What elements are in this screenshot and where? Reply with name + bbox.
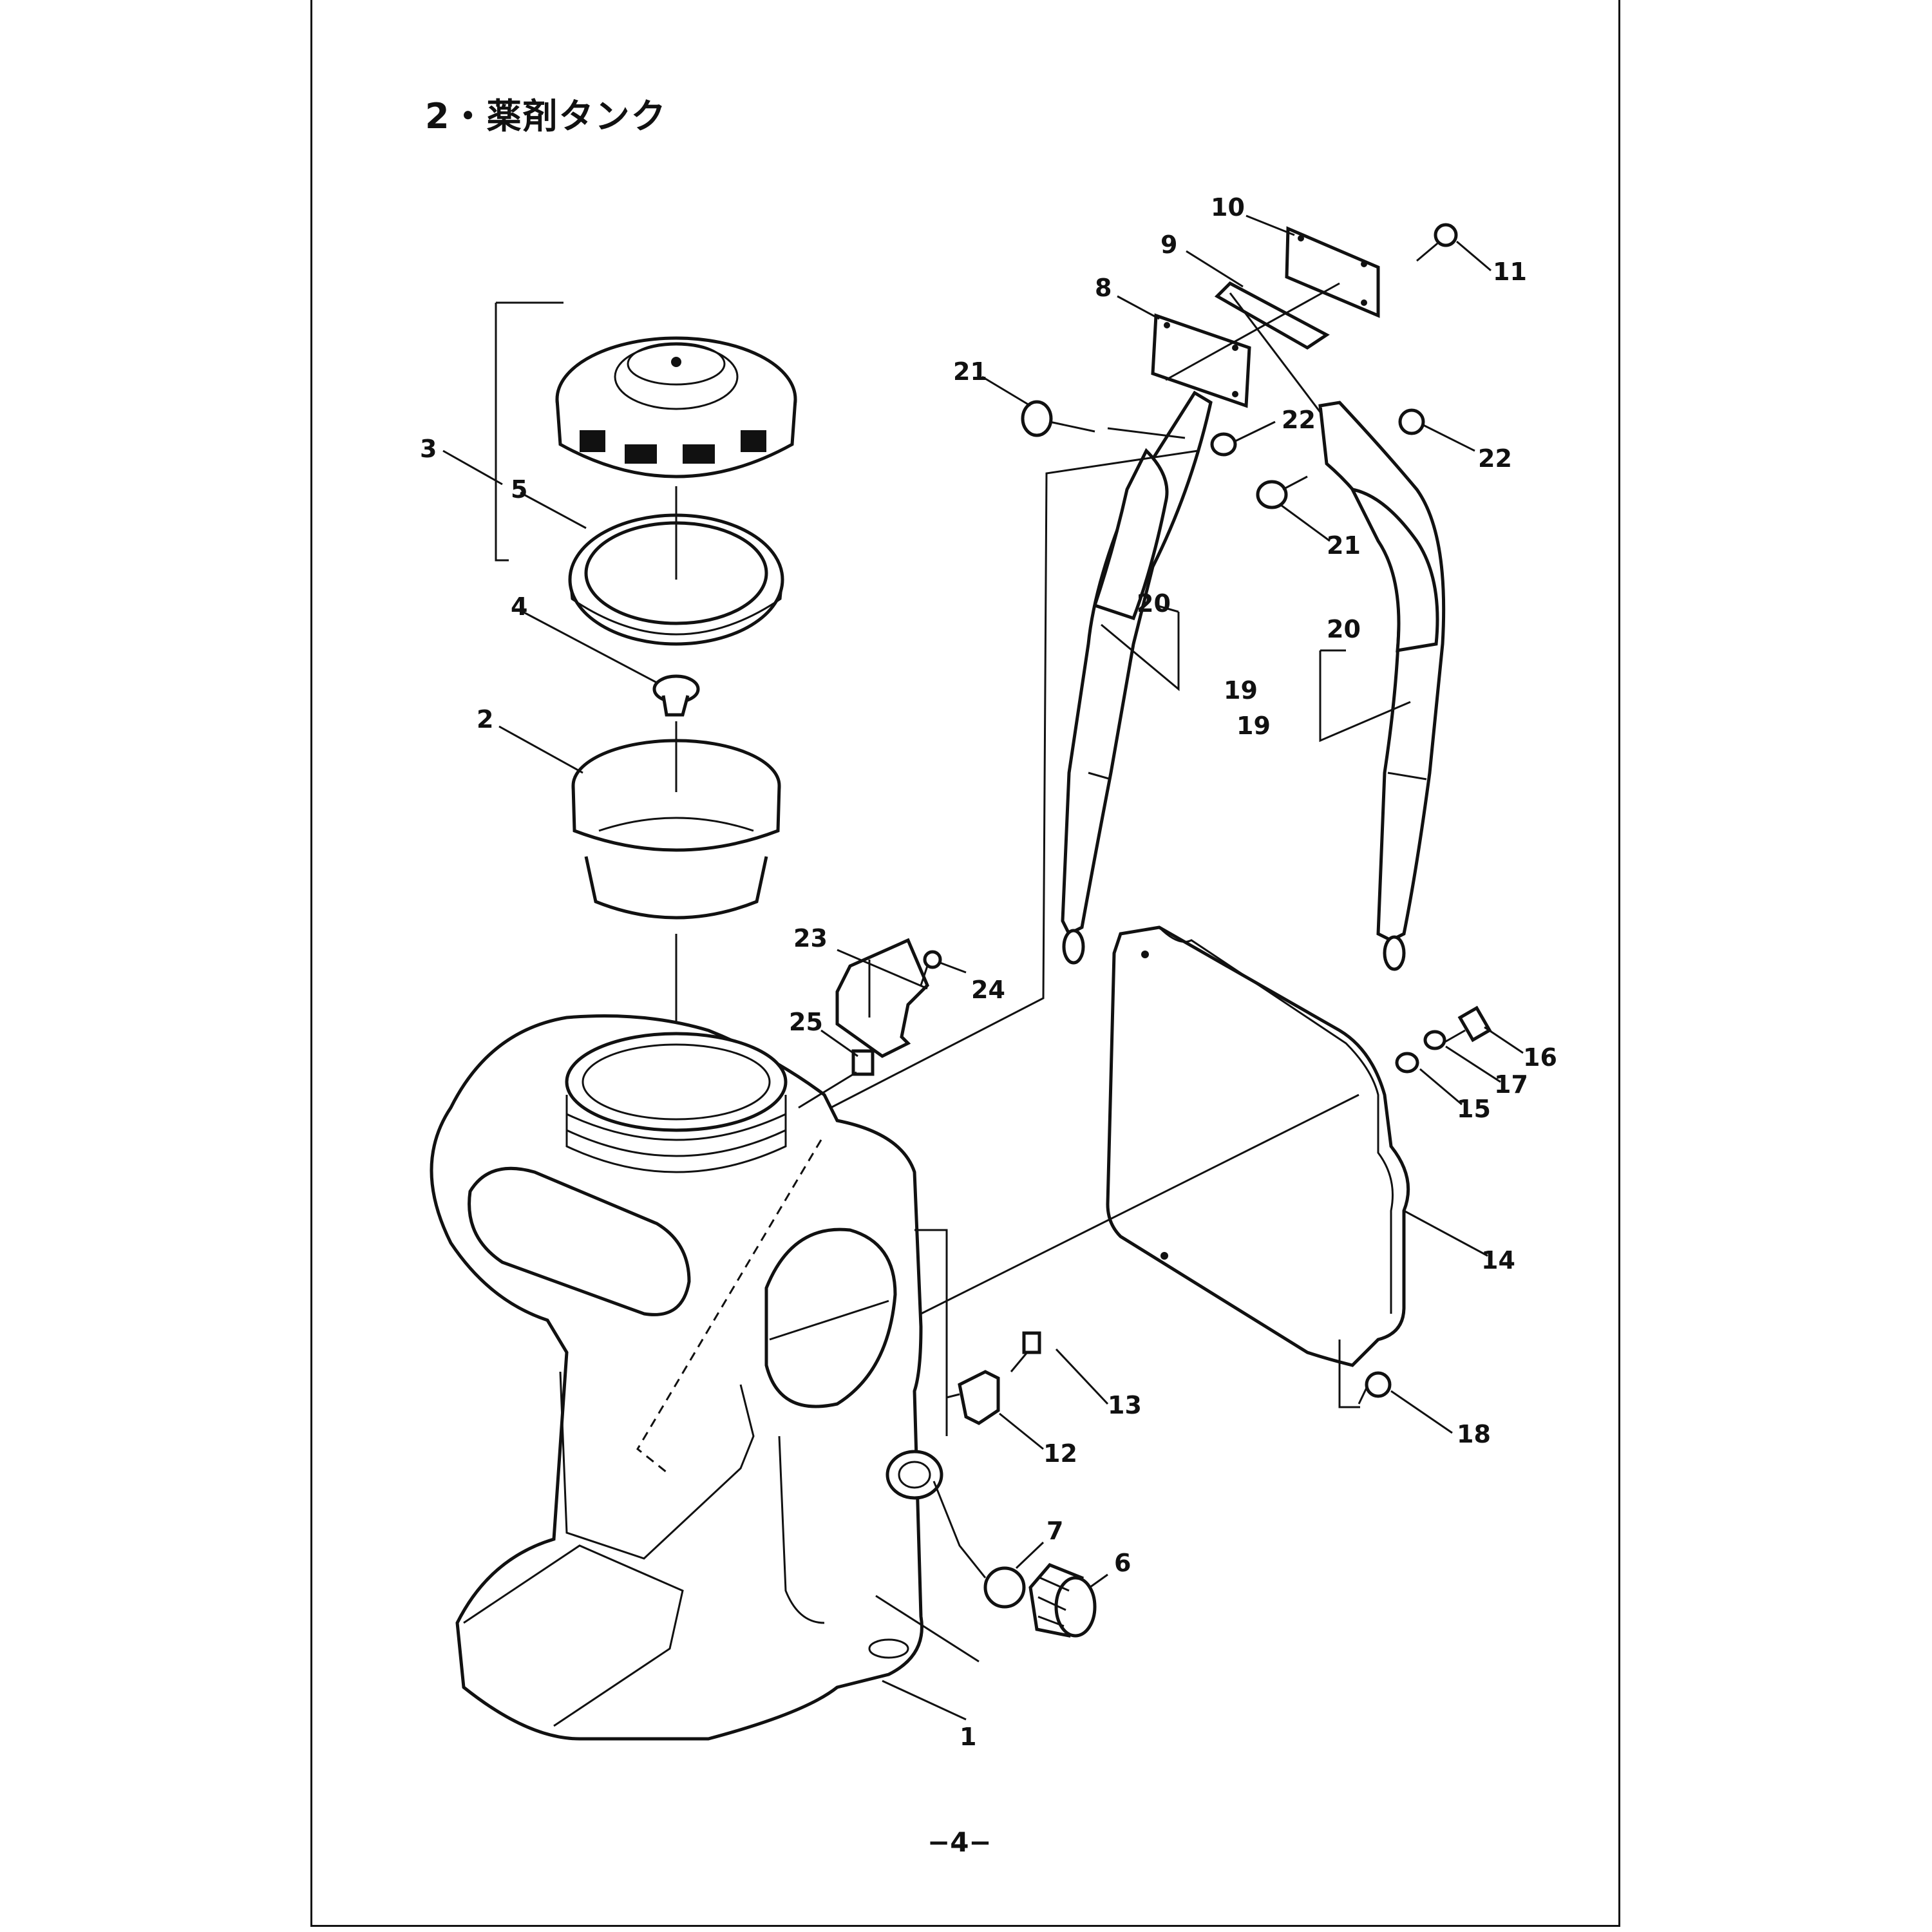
callout-13: 13 xyxy=(1108,1391,1142,1419)
callout-5: 5 xyxy=(511,475,527,504)
right-strap xyxy=(1318,401,1446,971)
page-frame xyxy=(310,0,1620,1927)
callout-7: 7 xyxy=(1046,1517,1063,1545)
callout-20-right: 20 xyxy=(1327,615,1361,643)
screw-24 xyxy=(920,950,942,986)
callout-24: 24 xyxy=(971,976,1005,1004)
bolt-21-right xyxy=(1256,475,1308,509)
plate-10 xyxy=(1285,226,1380,318)
page-number: −4− xyxy=(927,1826,992,1858)
callout-16: 16 xyxy=(1523,1043,1557,1072)
callout-labels: 1 2 3 4 5 6 7 8 9 10 11 12 13 14 15 16 1… xyxy=(420,193,1557,1751)
callout-1: 1 xyxy=(960,1723,976,1751)
washer-17 xyxy=(1423,1030,1446,1050)
callout-8: 8 xyxy=(1095,274,1112,302)
callout-18: 18 xyxy=(1457,1420,1491,1448)
tank-lid xyxy=(555,336,797,478)
callout-6: 6 xyxy=(1114,1549,1131,1577)
callout-3: 3 xyxy=(420,435,437,463)
callout-22-right: 22 xyxy=(1478,444,1512,473)
washer-15 xyxy=(1395,1052,1419,1074)
callout-22-left: 22 xyxy=(1282,406,1316,434)
callout-9: 9 xyxy=(1160,231,1177,259)
assembly-line xyxy=(798,1071,857,1109)
group-bracket xyxy=(937,1229,948,1436)
group-bracket xyxy=(1338,1340,1360,1408)
callout-25: 25 xyxy=(789,1008,823,1036)
assembly-line xyxy=(920,1094,1359,1315)
nut-18 xyxy=(1358,1371,1392,1405)
callout-21-right: 21 xyxy=(1327,531,1361,560)
nut-22-right xyxy=(1398,408,1425,435)
grommet-25 xyxy=(851,1049,875,1076)
small-cap xyxy=(652,674,700,717)
callout-12: 12 xyxy=(1043,1439,1077,1468)
group-bracket xyxy=(1319,650,1411,743)
callout-19-left: 19 xyxy=(1224,676,1258,705)
bolt-13 xyxy=(1010,1331,1041,1372)
page-title: 2・薬剤タンク xyxy=(425,96,667,137)
bolt-21-left xyxy=(1021,400,1095,437)
drain-filter xyxy=(983,1566,1026,1609)
bracket-23 xyxy=(835,938,929,1058)
tank-body xyxy=(430,1014,943,1741)
clip-12 xyxy=(946,1370,1000,1425)
callout-10: 10 xyxy=(1211,193,1245,222)
screw-11 xyxy=(1416,223,1458,262)
callout-15: 15 xyxy=(1457,1095,1491,1123)
assembly-line xyxy=(933,1481,987,1578)
assembly-line xyxy=(830,450,1198,1109)
left-strap xyxy=(1061,390,1213,965)
ring-9 xyxy=(1214,281,1330,350)
bolt-16 xyxy=(1442,1005,1492,1045)
strainer-basket xyxy=(571,739,781,920)
callout-19-right: 19 xyxy=(1236,712,1271,740)
callout-14: 14 xyxy=(1481,1246,1515,1274)
drain-cap xyxy=(1028,1563,1097,1638)
callout-21-left: 21 xyxy=(953,357,987,386)
callout-4: 4 xyxy=(511,592,527,621)
group-bracket xyxy=(495,303,509,562)
leader-lines xyxy=(442,214,1524,1721)
callout-23: 23 xyxy=(793,924,828,952)
callout-17: 17 xyxy=(1494,1070,1528,1099)
nut-22-left xyxy=(1210,432,1237,457)
group-bracket xyxy=(1101,612,1180,692)
hidden-line xyxy=(636,1139,822,1476)
callout-2: 2 xyxy=(477,705,493,734)
callout-20-left: 20 xyxy=(1137,589,1171,618)
callout-11: 11 xyxy=(1493,258,1527,286)
